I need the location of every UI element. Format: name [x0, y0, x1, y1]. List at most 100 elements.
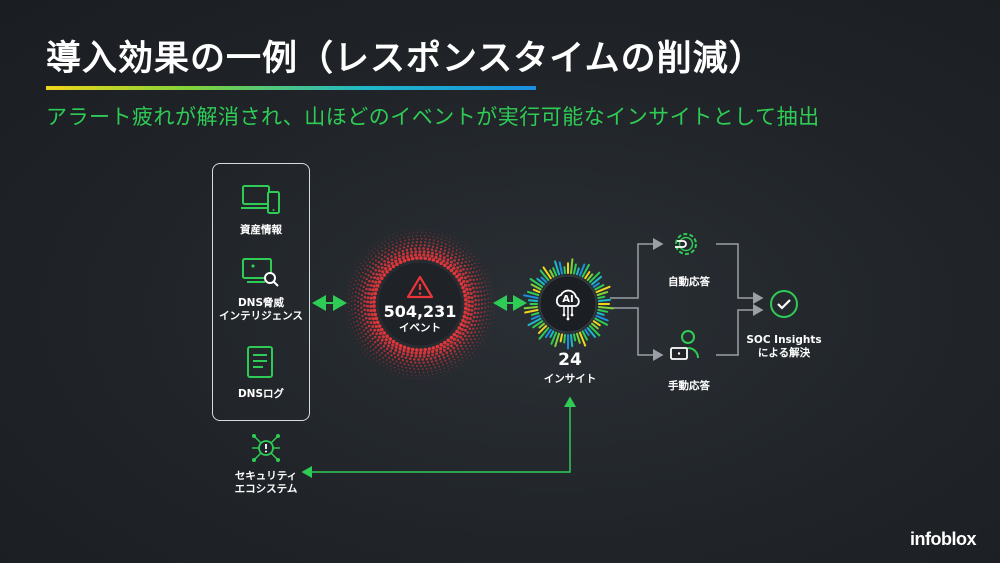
event-dot [351, 313, 354, 315]
event-dot [347, 306, 350, 308]
event-dot [483, 265, 485, 267]
event-dot [391, 358, 394, 361]
event-dot [464, 363, 466, 365]
event-dot [381, 270, 385, 274]
event-dot [380, 276, 384, 281]
insight-count: 24 [558, 350, 582, 370]
event-dot [489, 318, 491, 321]
insight-ray [597, 298, 611, 302]
event-dot [463, 293, 468, 298]
event-dot [404, 230, 406, 232]
event-dot [474, 282, 477, 286]
event-dot [455, 344, 459, 347]
event-dot [473, 338, 476, 341]
event-dot [388, 267, 393, 271]
event-dot [423, 347, 428, 352]
event-dot [371, 267, 375, 270]
event-dot [444, 246, 447, 249]
event-dot [387, 340, 392, 345]
event-dot [361, 340, 364, 343]
event-dot [368, 358, 370, 360]
event-dot [358, 317, 361, 320]
event-dot [474, 262, 476, 265]
event-dot [357, 283, 359, 285]
event-dot [435, 259, 440, 264]
event-dot [493, 292, 495, 294]
event-dot [389, 371, 391, 373]
event-dot [473, 267, 476, 269]
event-dot [462, 268, 465, 271]
event-dot [453, 236, 455, 238]
event-dot [355, 341, 357, 343]
event-dot [350, 304, 353, 307]
event-dot [381, 335, 385, 339]
event-dot [461, 285, 465, 290]
events-dot-field [344, 228, 496, 380]
event-dot [353, 331, 355, 333]
event-dot [421, 228, 423, 230]
event-dot [447, 365, 449, 368]
event-dot [385, 370, 387, 372]
event-dot [363, 300, 366, 303]
insight-ray [549, 269, 555, 278]
page-title: 導入効果の一例（レスポンスタイムの削減） [46, 39, 765, 79]
event-dot [481, 344, 483, 346]
event-dot [481, 261, 483, 263]
event-dot [418, 250, 422, 254]
insight-ray [570, 258, 574, 275]
event-dot [455, 334, 459, 338]
event-dot [414, 371, 416, 373]
event-dot [393, 252, 397, 256]
event-dot [464, 243, 466, 245]
event-dot [466, 331, 470, 334]
event-dot [448, 263, 453, 268]
event-dot [427, 350, 431, 355]
event-dot [358, 272, 360, 274]
ecosystem-label-2: エコシステム [234, 483, 298, 495]
event-dot [370, 292, 374, 296]
event-dot [457, 326, 462, 330]
event-dot [395, 245, 398, 248]
event-dot [428, 241, 431, 244]
insight-ray [597, 295, 606, 299]
event-dot [404, 233, 406, 235]
event-dot [427, 347, 432, 351]
event-dot [380, 351, 384, 355]
event-dot [374, 263, 378, 267]
event-dot [418, 371, 421, 374]
event-dot [384, 267, 388, 271]
insight-ray [591, 275, 603, 286]
event-dot [429, 232, 432, 234]
event-dot [363, 281, 367, 285]
event-dot [381, 239, 383, 241]
event-dot [376, 276, 380, 281]
event-dot [416, 237, 419, 240]
event-dot [402, 373, 405, 375]
event-dot [389, 349, 392, 353]
event-dot [398, 247, 402, 250]
event-dot [436, 243, 439, 246]
event-dot [478, 330, 480, 333]
event-dot [354, 291, 357, 294]
event-dot [480, 266, 482, 268]
event-dot [354, 325, 357, 327]
insight-ray [570, 333, 574, 348]
event-dot [344, 305, 346, 307]
event-dot [398, 260, 403, 265]
event-dot [460, 241, 462, 243]
event-dot [484, 273, 486, 275]
event-dot [344, 301, 346, 303]
event-dot [469, 267, 472, 270]
event-dot [435, 246, 439, 249]
event-dot [363, 295, 367, 299]
event-dot [380, 266, 384, 270]
event-dot [448, 241, 450, 243]
infoblox-logo: infoblox [910, 529, 977, 549]
event-dot [408, 357, 412, 361]
event-dot [398, 344, 403, 348]
event-dot [453, 240, 455, 242]
insight-ray [527, 290, 540, 296]
event-dot [449, 260, 454, 264]
event-dot [345, 314, 347, 316]
event-dot [347, 302, 350, 304]
